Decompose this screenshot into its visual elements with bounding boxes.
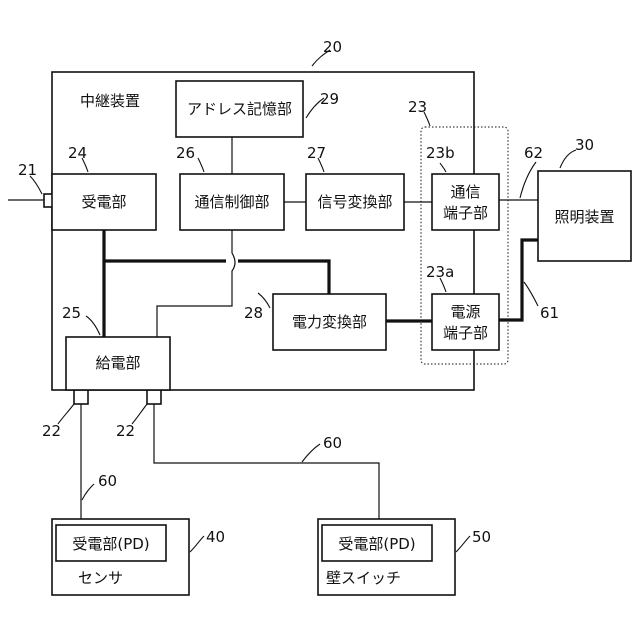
sensor-cable-leader: [82, 484, 94, 500]
lighting-device-label: 照明装置: [554, 208, 614, 226]
output-terminal-right-leader: [132, 404, 147, 424]
power-line-ref: 61: [540, 304, 559, 322]
power-convert-ref: 28: [244, 304, 263, 322]
comm-terminal-label-line2: 端子部: [443, 204, 488, 222]
power-terminal-label-line1: 電源: [450, 303, 480, 321]
comm-terminal-label-line1: 通信: [450, 183, 480, 201]
sensor-ref: 40: [206, 528, 225, 546]
comm-terminal-ref: 23b: [426, 144, 455, 162]
power-terminal-ref: 23a: [426, 263, 454, 281]
wall-switch-receiver-label: 受電部(PD): [338, 535, 415, 553]
power-receive-ref: 24: [68, 144, 87, 162]
relay-ref: 20: [323, 38, 342, 56]
lighting-device-ref: 30: [575, 136, 594, 154]
signal-convert-ref: 27: [307, 144, 326, 162]
comm-line-leader: [520, 162, 536, 198]
sensor-leader: [190, 536, 204, 552]
signal-convert-label: 信号変換部: [317, 193, 392, 211]
switch-cable: [154, 404, 379, 519]
comm-control-ref: 26: [176, 144, 195, 162]
output-terminal-22-left: [74, 390, 88, 404]
switch-cable-leader: [302, 444, 320, 462]
comm-line-ref: 62: [524, 144, 543, 162]
terminal-group-ref: 23: [408, 98, 427, 116]
switch-cable-ref: 60: [323, 434, 342, 452]
wall-switch-leader: [456, 536, 470, 552]
power-receive-label: 受電部: [81, 193, 126, 211]
output-terminal-right-ref: 22: [116, 422, 135, 440]
comm-control-label: 通信制御部: [194, 193, 269, 211]
power-terminal-label-line2: 端子部: [443, 324, 488, 342]
lighting-device-leader: [560, 150, 576, 168]
relay-device-title: 中継装置: [80, 92, 140, 110]
sensor-receiver-label: 受電部(PD): [72, 535, 149, 553]
output-terminal-left-leader: [58, 404, 74, 424]
sensor-label: センサ: [78, 569, 123, 587]
wall-switch-label: 壁スイッチ: [326, 569, 401, 587]
power-convert-label: 電力変換部: [292, 313, 367, 331]
power-supply-ref: 25: [62, 304, 81, 322]
output-terminal-left-ref: 22: [42, 422, 61, 440]
input-terminal-ref: 21: [18, 161, 37, 179]
power-line-61: [499, 240, 538, 320]
address-memory-ref: 29: [320, 90, 339, 108]
address-memory-label: アドレス記憶部: [187, 100, 292, 118]
power-supply-label: 給電部: [95, 354, 140, 372]
output-terminal-22-right: [147, 390, 161, 404]
power-line-leader: [524, 282, 538, 306]
sensor-cable-ref: 60: [98, 472, 117, 490]
wall-switch-ref: 50: [472, 528, 491, 546]
